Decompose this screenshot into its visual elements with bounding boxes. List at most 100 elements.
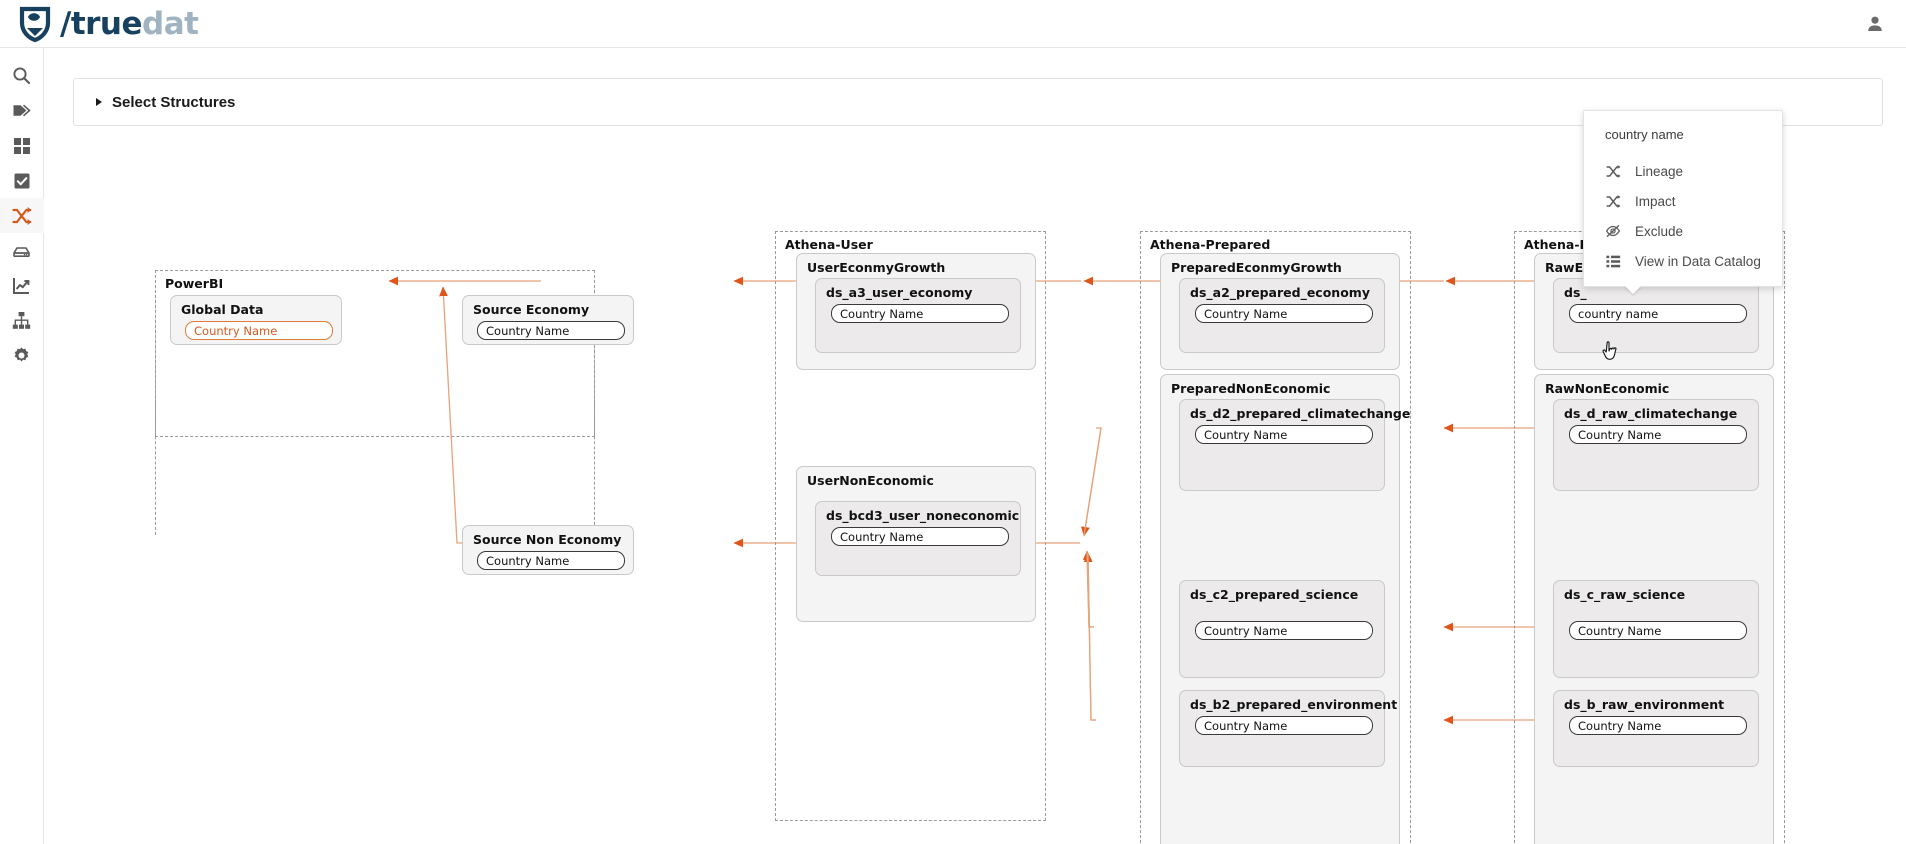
sitemap-icon [12, 312, 31, 329]
dataset-ds-c-raw-science[interactable]: ds_c_raw_science Country Name [1553, 580, 1759, 678]
field-country-name[interactable]: Country Name [477, 321, 625, 340]
sidebar [0, 48, 44, 844]
field-country-name[interactable]: Country Name [1195, 425, 1373, 444]
field-country-name[interactable]: Country Name [831, 304, 1009, 323]
node-title: Source Non Economy [473, 532, 622, 547]
brand-wordmark: /truedat [60, 5, 199, 42]
context-menu-item-label: Lineage [1635, 163, 1684, 179]
node-raw-non-economic[interactable]: RawNonEconomic ds_d_raw_climatechange Co… [1534, 374, 1774, 844]
sidebar-item-dashboard[interactable] [0, 128, 44, 163]
node-title: PreparedNonEconomic [1171, 381, 1331, 396]
brand-text-dat: dat [142, 5, 199, 42]
node-title: Source Economy [473, 302, 590, 317]
lineage-icon [1605, 163, 1621, 179]
lineage-canvas[interactable]: PowerBI Global Data Country Name Source … [44, 127, 1906, 844]
grid-icon [13, 137, 30, 154]
node-title: PreparedEconmyGrowth [1171, 260, 1342, 275]
node-source-non-economy[interactable]: Source Non Economy Country Name [462, 525, 634, 575]
context-menu-item-label: Impact [1635, 193, 1676, 209]
page-title: Select Structures [112, 93, 236, 111]
context-menu-title: country name [1605, 127, 1684, 142]
impact-icon [1605, 193, 1621, 209]
context-menu-item-label: Exclude [1635, 223, 1684, 239]
brand-text-true: true [70, 5, 143, 42]
field-country-name[interactable]: Country Name [1569, 425, 1747, 444]
node-global-data[interactable]: Global Data Country Name [170, 295, 342, 345]
group-label: Athena-Prepared [1148, 237, 1273, 252]
node-prepared-non-economic[interactable]: PreparedNonEconomic ds_d2_prepared_clima… [1160, 374, 1410, 844]
sidebar-item-glossary[interactable] [0, 93, 44, 128]
caret-right-icon[interactable] [96, 98, 102, 106]
lineage-icon [11, 206, 31, 225]
gear-icon [14, 347, 29, 362]
group-label: Athena-Ra [1522, 237, 1600, 252]
sidebar-item-lineage[interactable] [0, 198, 44, 233]
sidebar-item-data-sources[interactable] [0, 233, 44, 268]
dataset-ds-bcd3-user-noneconomic[interactable]: ds_bcd3_user_noneconomic Country Name [815, 501, 1021, 576]
node-user-economy-growth[interactable]: UserEconmyGrowth ds_a3_user_economy Coun… [796, 253, 1036, 370]
topbar-actions [1866, 15, 1884, 33]
dataset-ds-d-raw-climatechange[interactable]: ds_d_raw_climatechange Country Name [1553, 399, 1759, 491]
node-title: RawNonEconomic [1545, 381, 1670, 396]
dataset-title: ds_c2_prepared_science [1190, 587, 1359, 602]
context-menu-item-exclude[interactable]: Exclude [1584, 216, 1782, 246]
dataset-title: ds_a2_prepared_economy [1190, 285, 1370, 300]
dataset-ds-c2-prepared-science[interactable]: ds_c2_prepared_science Country Name [1179, 580, 1385, 678]
context-menu-item-view-in-data-catalog[interactable]: View in Data Catalog [1584, 246, 1782, 276]
node-title: UserEconmyGrowth [807, 260, 946, 275]
dataset-ds-b2-prepared-environment[interactable]: ds_b2_prepared_environment Country Name [1179, 690, 1397, 767]
context-menu-item-label: View in Data Catalog [1635, 253, 1761, 269]
field-country-name[interactable]: Country Name [1569, 716, 1747, 735]
truedat-shield-icon [19, 6, 51, 42]
user-icon[interactable] [1866, 15, 1884, 33]
node-title: Global Data [181, 302, 264, 317]
context-menu-item-impact[interactable]: Impact [1584, 186, 1782, 216]
chart-icon [13, 278, 30, 294]
group-label: Athena-User [783, 237, 875, 252]
dataset-ds-a2-prepared-economy[interactable]: ds_a2_prepared_economy Country Name [1179, 278, 1385, 353]
dataset-ds-a3-user-economy[interactable]: ds_a3_user_economy Country Name [815, 278, 1021, 353]
group-athena-user[interactable]: Athena-User [775, 231, 1046, 821]
dataset-title: ds_d2_prepared_climatechange [1190, 406, 1411, 421]
context-menu-item-lineage[interactable]: Lineage [1584, 156, 1782, 186]
dataset-ds-d2-prepared-climatechange[interactable]: ds_d2_prepared_climatechange Country Nam… [1179, 399, 1410, 491]
context-menu[interactable]: country name Lineage [1583, 110, 1783, 294]
group-athena-prepared[interactable]: Athena-Prepared [1140, 231, 1411, 844]
node-user-non-economic[interactable]: UserNonEconomic ds_bcd3_user_noneconomic… [796, 466, 1036, 622]
brand-logo[interactable]: /truedat [18, 5, 199, 43]
field-country-name[interactable]: Country Name [1195, 621, 1373, 640]
field-country-name[interactable]: Country Name [1195, 304, 1373, 323]
field-country-name[interactable]: Country Name [185, 321, 333, 340]
node-prepared-economy-growth[interactable]: PreparedEconmyGrowth ds_a2_prepared_econ… [1160, 253, 1400, 370]
group-label: PowerBI [163, 276, 226, 291]
dataset-title: ds_b_raw_environment [1564, 697, 1725, 712]
field-country-name-hovered[interactable]: country name [1569, 304, 1747, 323]
sidebar-item-metrics[interactable] [0, 268, 44, 303]
sidebar-item-hierarchy[interactable] [0, 303, 44, 338]
dataset-title: ds_a3_user_economy [826, 285, 973, 300]
eye-slash-icon [1605, 223, 1621, 239]
dataset-title: ds_b2_prepared_environment [1190, 697, 1398, 712]
group-powerbi-frame [155, 270, 595, 535]
field-country-name[interactable]: Country Name [477, 551, 625, 570]
node-source-economy[interactable]: Source Economy Country Name [462, 295, 634, 345]
dataset-title: ds_c_raw_science [1564, 587, 1686, 602]
search-icon [13, 67, 31, 85]
dataset-ds-b-raw-environment[interactable]: ds_b_raw_environment Country Name [1553, 690, 1759, 767]
node-title: UserNonEconomic [807, 473, 934, 488]
field-country-name[interactable]: Country Name [831, 527, 1009, 546]
dataset-title: ds_ [1564, 285, 1587, 300]
database-icon [13, 247, 30, 258]
dataset-ds-a-raw-economy[interactable]: ds_ country name [1553, 278, 1759, 353]
dataset-title: ds_bcd3_user_noneconomic [826, 508, 1020, 523]
sidebar-item-settings[interactable] [0, 338, 44, 373]
field-country-name[interactable]: Country Name [1569, 621, 1747, 640]
field-country-name[interactable]: Country Name [1195, 716, 1373, 735]
dataset-title: ds_d_raw_climatechange [1564, 406, 1738, 421]
sidebar-item-search[interactable] [0, 58, 44, 93]
select-structures-panel[interactable]: Select Structures [73, 78, 1883, 126]
tag-icon [13, 104, 31, 117]
list-icon [1605, 253, 1621, 269]
context-menu-pointer [1624, 285, 1642, 294]
sidebar-item-quality[interactable] [0, 163, 44, 198]
